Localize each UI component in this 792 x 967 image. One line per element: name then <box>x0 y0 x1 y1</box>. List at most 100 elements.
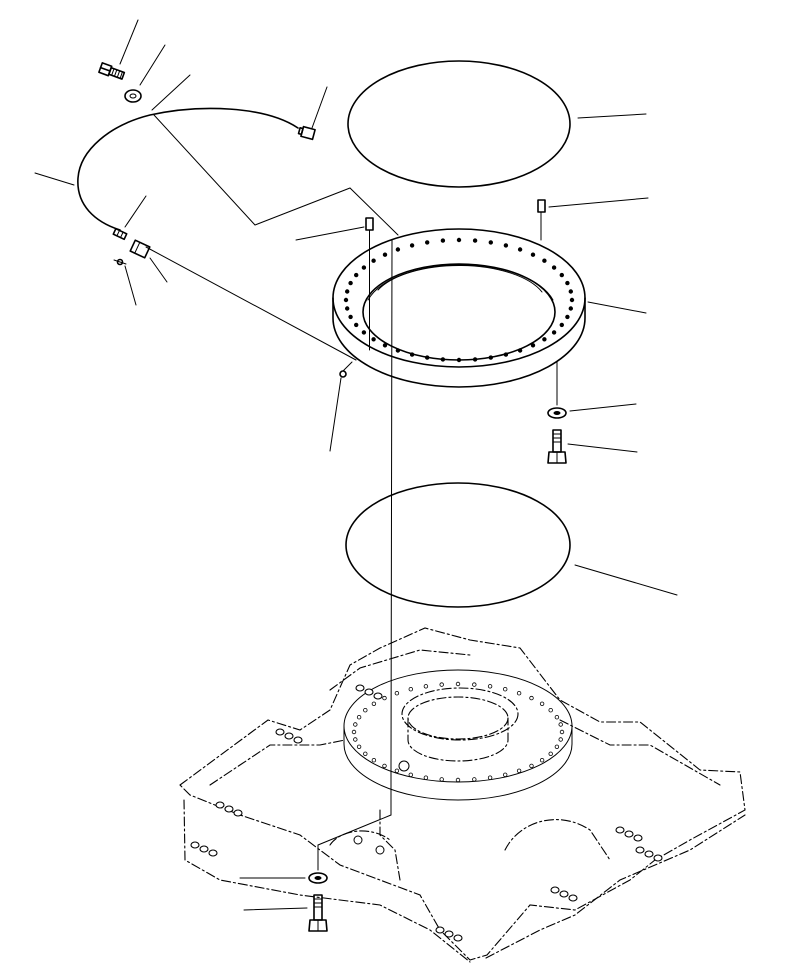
dowel-pin-right <box>537 199 546 241</box>
bolt-hole <box>382 763 387 769</box>
bolt-hole <box>529 695 534 701</box>
bolt-hole <box>554 715 560 720</box>
bolt-hole <box>472 357 478 362</box>
connector-right <box>297 125 316 141</box>
bolt-hole <box>472 238 478 243</box>
bolt-hole <box>354 272 359 278</box>
swing-circle-bearing <box>332 228 586 388</box>
bolt-hole <box>559 729 565 735</box>
frame-bolt-head <box>215 801 225 809</box>
frame-bolt-head <box>615 826 625 834</box>
bolt-hole <box>343 297 349 303</box>
bolt-hole <box>351 729 357 735</box>
frame-bolt-head <box>453 934 463 942</box>
small-screw <box>113 258 127 266</box>
bolt-hole <box>539 758 545 763</box>
bolt-hole <box>353 722 358 727</box>
bolt-hole <box>409 352 415 357</box>
bolt-hole <box>409 243 415 248</box>
bolt-hole <box>361 265 367 270</box>
bolt-hole <box>487 775 493 780</box>
bolt-hole <box>558 722 563 727</box>
harness-wire <box>77 107 399 361</box>
frame-bolt-head <box>275 728 285 736</box>
bolt-hole <box>472 777 477 782</box>
bolt-hole <box>548 708 553 713</box>
bolt-hole <box>530 252 536 257</box>
track-frame <box>179 627 746 963</box>
bolt-hole <box>423 684 429 689</box>
frame-bolt-head <box>653 854 663 862</box>
bolt-hole <box>439 777 444 782</box>
bolt-hole <box>423 775 429 780</box>
bolt-hole <box>425 355 430 360</box>
bolt-hole <box>569 297 575 303</box>
frame-bolt-head <box>224 805 234 813</box>
frame-bolt-head <box>568 894 578 902</box>
frame-bolt-head <box>208 849 218 857</box>
bolt-hole <box>354 322 359 328</box>
frame-bolt-head <box>199 845 209 853</box>
leader-lines <box>34 19 678 911</box>
bolt-hole <box>568 306 573 311</box>
bolt-hole <box>517 348 523 353</box>
seal-ring-upper <box>347 60 571 188</box>
bolt-hole <box>371 258 376 263</box>
washer-bottom <box>308 872 328 884</box>
frame-bolt-head <box>233 809 243 817</box>
bolt-hole <box>440 238 446 243</box>
bolt-hole <box>408 687 413 692</box>
connector-left <box>112 227 128 241</box>
frame-bolt-head <box>644 850 654 858</box>
bolt-hole <box>551 330 557 335</box>
bolt-hole <box>503 352 509 357</box>
frame-bolt-head <box>284 732 294 740</box>
frame-bolt-head <box>364 688 374 696</box>
bolt-hole <box>455 777 461 783</box>
frame-bolt-head <box>624 830 634 838</box>
bolt-hole <box>472 682 477 687</box>
bolt-bottom <box>308 894 328 932</box>
bolt-hole <box>455 681 461 687</box>
bolt-hole <box>425 240 430 245</box>
bolt-hole <box>439 682 444 687</box>
frame-bolt-head <box>373 692 383 700</box>
bolt-hole <box>488 355 493 360</box>
bolt-hole <box>345 306 350 311</box>
bolt-hole <box>394 768 400 773</box>
bolt-hole <box>363 751 368 756</box>
bolt-hole <box>558 737 563 742</box>
bolt-hole <box>382 343 388 348</box>
bolt-hole <box>542 258 547 263</box>
bolt-hole <box>356 744 362 749</box>
bolt-hole <box>517 247 523 252</box>
bolt-hole <box>565 280 570 286</box>
bolt-hole <box>382 695 387 701</box>
grease-fitting <box>339 361 353 378</box>
bolt-hole <box>371 758 377 763</box>
bolt-top <box>98 62 126 80</box>
frame-bolt-head <box>355 684 365 692</box>
bolt-hole <box>559 322 564 328</box>
frame-bolt-head <box>633 834 643 842</box>
bolt-hole <box>503 243 509 248</box>
bolt-hole <box>539 701 545 706</box>
bolt-hole <box>568 289 573 294</box>
frame-bolt-head <box>444 930 454 938</box>
bolt-hole <box>356 715 362 720</box>
bolt-hole <box>503 772 508 777</box>
bolt-hole <box>440 357 446 362</box>
bolt-hole <box>353 737 358 742</box>
bolt-hole <box>348 280 353 286</box>
bolt-hole <box>371 701 377 706</box>
frame-bolt-clusters <box>190 684 663 942</box>
seal-ring-lower <box>345 482 571 608</box>
bolt-hole <box>529 763 534 769</box>
bolt-hole <box>554 744 560 749</box>
bolt-hole <box>548 751 553 756</box>
bolt-hole <box>408 772 413 777</box>
frame-bolt-head <box>559 890 569 898</box>
sensor-block <box>129 239 151 259</box>
frame-bolt-holes <box>351 681 565 783</box>
